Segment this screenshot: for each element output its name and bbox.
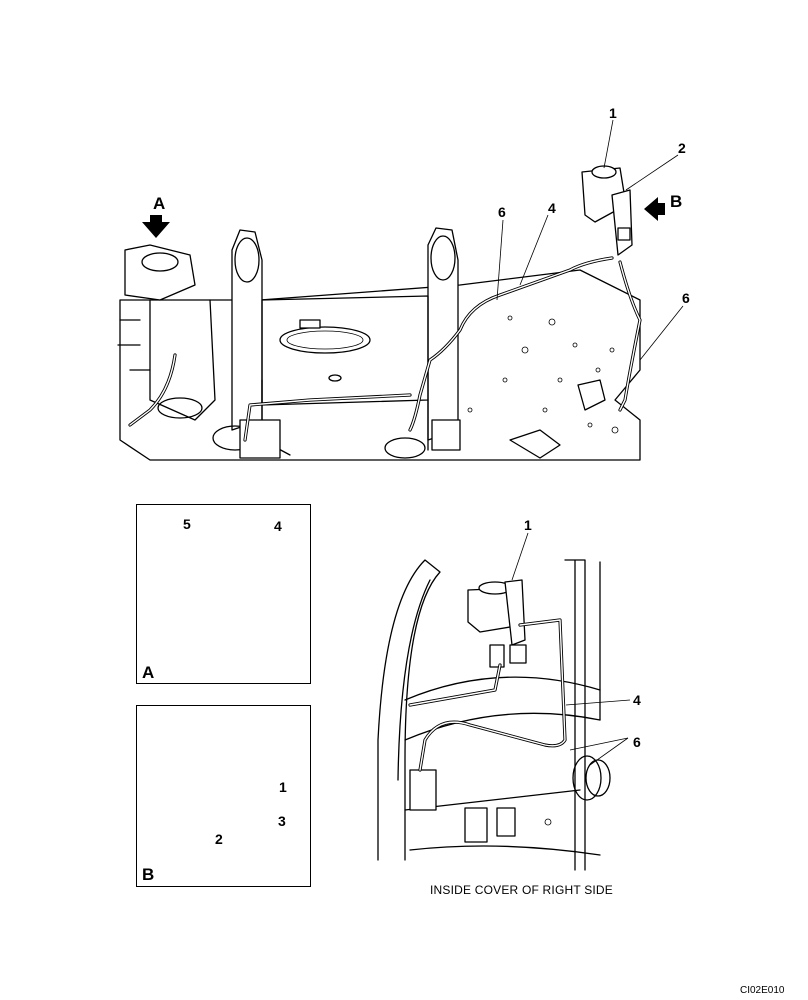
cab-pillar-left: [377, 559, 441, 861]
inset-a-letter: A: [142, 663, 155, 682]
right-view-caption: INSIDE COVER OF RIGHT SIDE: [430, 883, 614, 897]
drawing-code: CI02E010: [740, 985, 785, 996]
view-arrow-b-label: B: [670, 192, 683, 211]
right-view-drawing: [377, 532, 631, 871]
floor-holes: [467, 315, 619, 434]
view-arrow-a-label: A: [153, 194, 166, 213]
callout-tank-main: 1: [609, 105, 617, 121]
center-plate: [261, 295, 429, 406]
callout-tank-bracket-main: 2: [678, 140, 686, 156]
tank-bracket-main: [611, 189, 633, 256]
inset-a-callout-4: 4: [274, 518, 282, 534]
inset-b-callout-3: 3: [278, 813, 286, 829]
inset-b-callout-2: 2: [215, 831, 223, 847]
callout-clamp-main-right: 6: [682, 290, 690, 306]
view-arrow-a: [142, 215, 170, 238]
right-boom-bracket: [427, 227, 459, 441]
inset-b-letter: B: [142, 865, 155, 884]
cab-pillar-right: [564, 559, 586, 871]
right-view-callout-6: 6: [633, 734, 641, 750]
inset-a-frame: [136, 504, 311, 684]
callout-clamp-main-left: 6: [498, 204, 506, 220]
callout-hose-main: 4: [548, 200, 556, 216]
right-view-callout-1: 1: [524, 517, 532, 533]
left-boom-bracket: [231, 229, 263, 431]
right-view-callout-4: 4: [633, 692, 641, 708]
inset-b-callout-1: 1: [279, 779, 287, 795]
view-arrow-b: [644, 197, 665, 221]
inset-b-frame: [136, 705, 311, 887]
frame-floor-outline: [119, 269, 641, 461]
inset-a-callout-5: 5: [183, 516, 191, 532]
